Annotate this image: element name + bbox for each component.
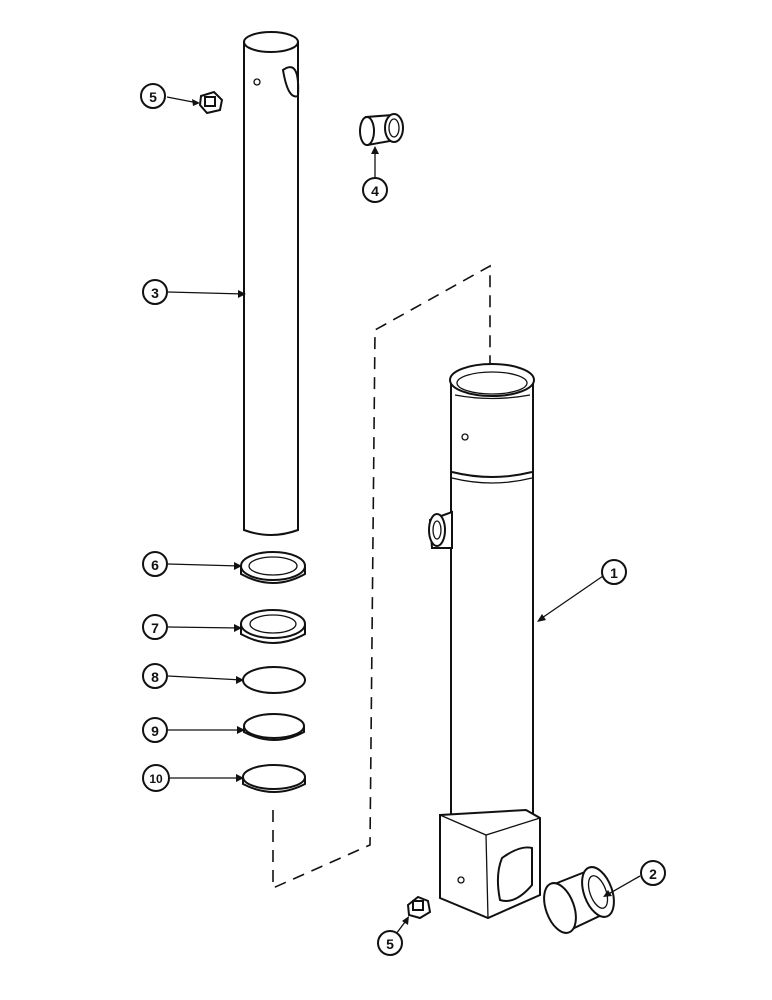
callout-8: 8: [142, 663, 168, 689]
outer-cylinder-part-1: [428, 363, 541, 920]
seal-ring-part-7: [240, 609, 306, 644]
callout-5-lower: 5: [377, 930, 403, 956]
callout-2-label: 2: [649, 866, 657, 882]
callout-6-label: 6: [151, 557, 159, 573]
fitting-part-5-lower: [406, 895, 432, 920]
callout-3: 3: [142, 279, 168, 305]
ring-part-9: [243, 713, 305, 741]
callout-5-lower-label: 5: [386, 936, 394, 952]
callout-9: 9: [142, 717, 168, 743]
callout-5-upper: 5: [140, 83, 166, 109]
bushing-part-4: [359, 113, 404, 147]
fitting-part-5-upper: [198, 90, 224, 115]
callout-2: 2: [640, 860, 666, 886]
callout-1-label: 1: [610, 565, 618, 581]
callout-4-label: 4: [371, 183, 379, 199]
callout-8-label: 8: [151, 669, 159, 685]
callout-6: 6: [142, 551, 168, 577]
callout-5-upper-label: 5: [149, 89, 157, 105]
ring-part-10: [242, 764, 306, 793]
callout-4: 4: [362, 177, 388, 203]
callout-10-label: 10: [149, 772, 163, 786]
callout-3-label: 3: [151, 285, 159, 301]
callout-7: 7: [142, 614, 168, 640]
seal-ring-part-6: [240, 551, 306, 584]
callout-9-label: 9: [151, 723, 159, 739]
callout-10: 10: [142, 764, 170, 792]
callout-1: 1: [601, 559, 627, 585]
o-ring-part-8: [242, 666, 306, 694]
assembly-dashed-line: [272, 264, 491, 890]
bushing-part-2: [543, 866, 615, 934]
inner-tube-part-3: [243, 31, 300, 536]
leader-lines: [166, 96, 641, 939]
callout-7-label: 7: [151, 620, 159, 636]
